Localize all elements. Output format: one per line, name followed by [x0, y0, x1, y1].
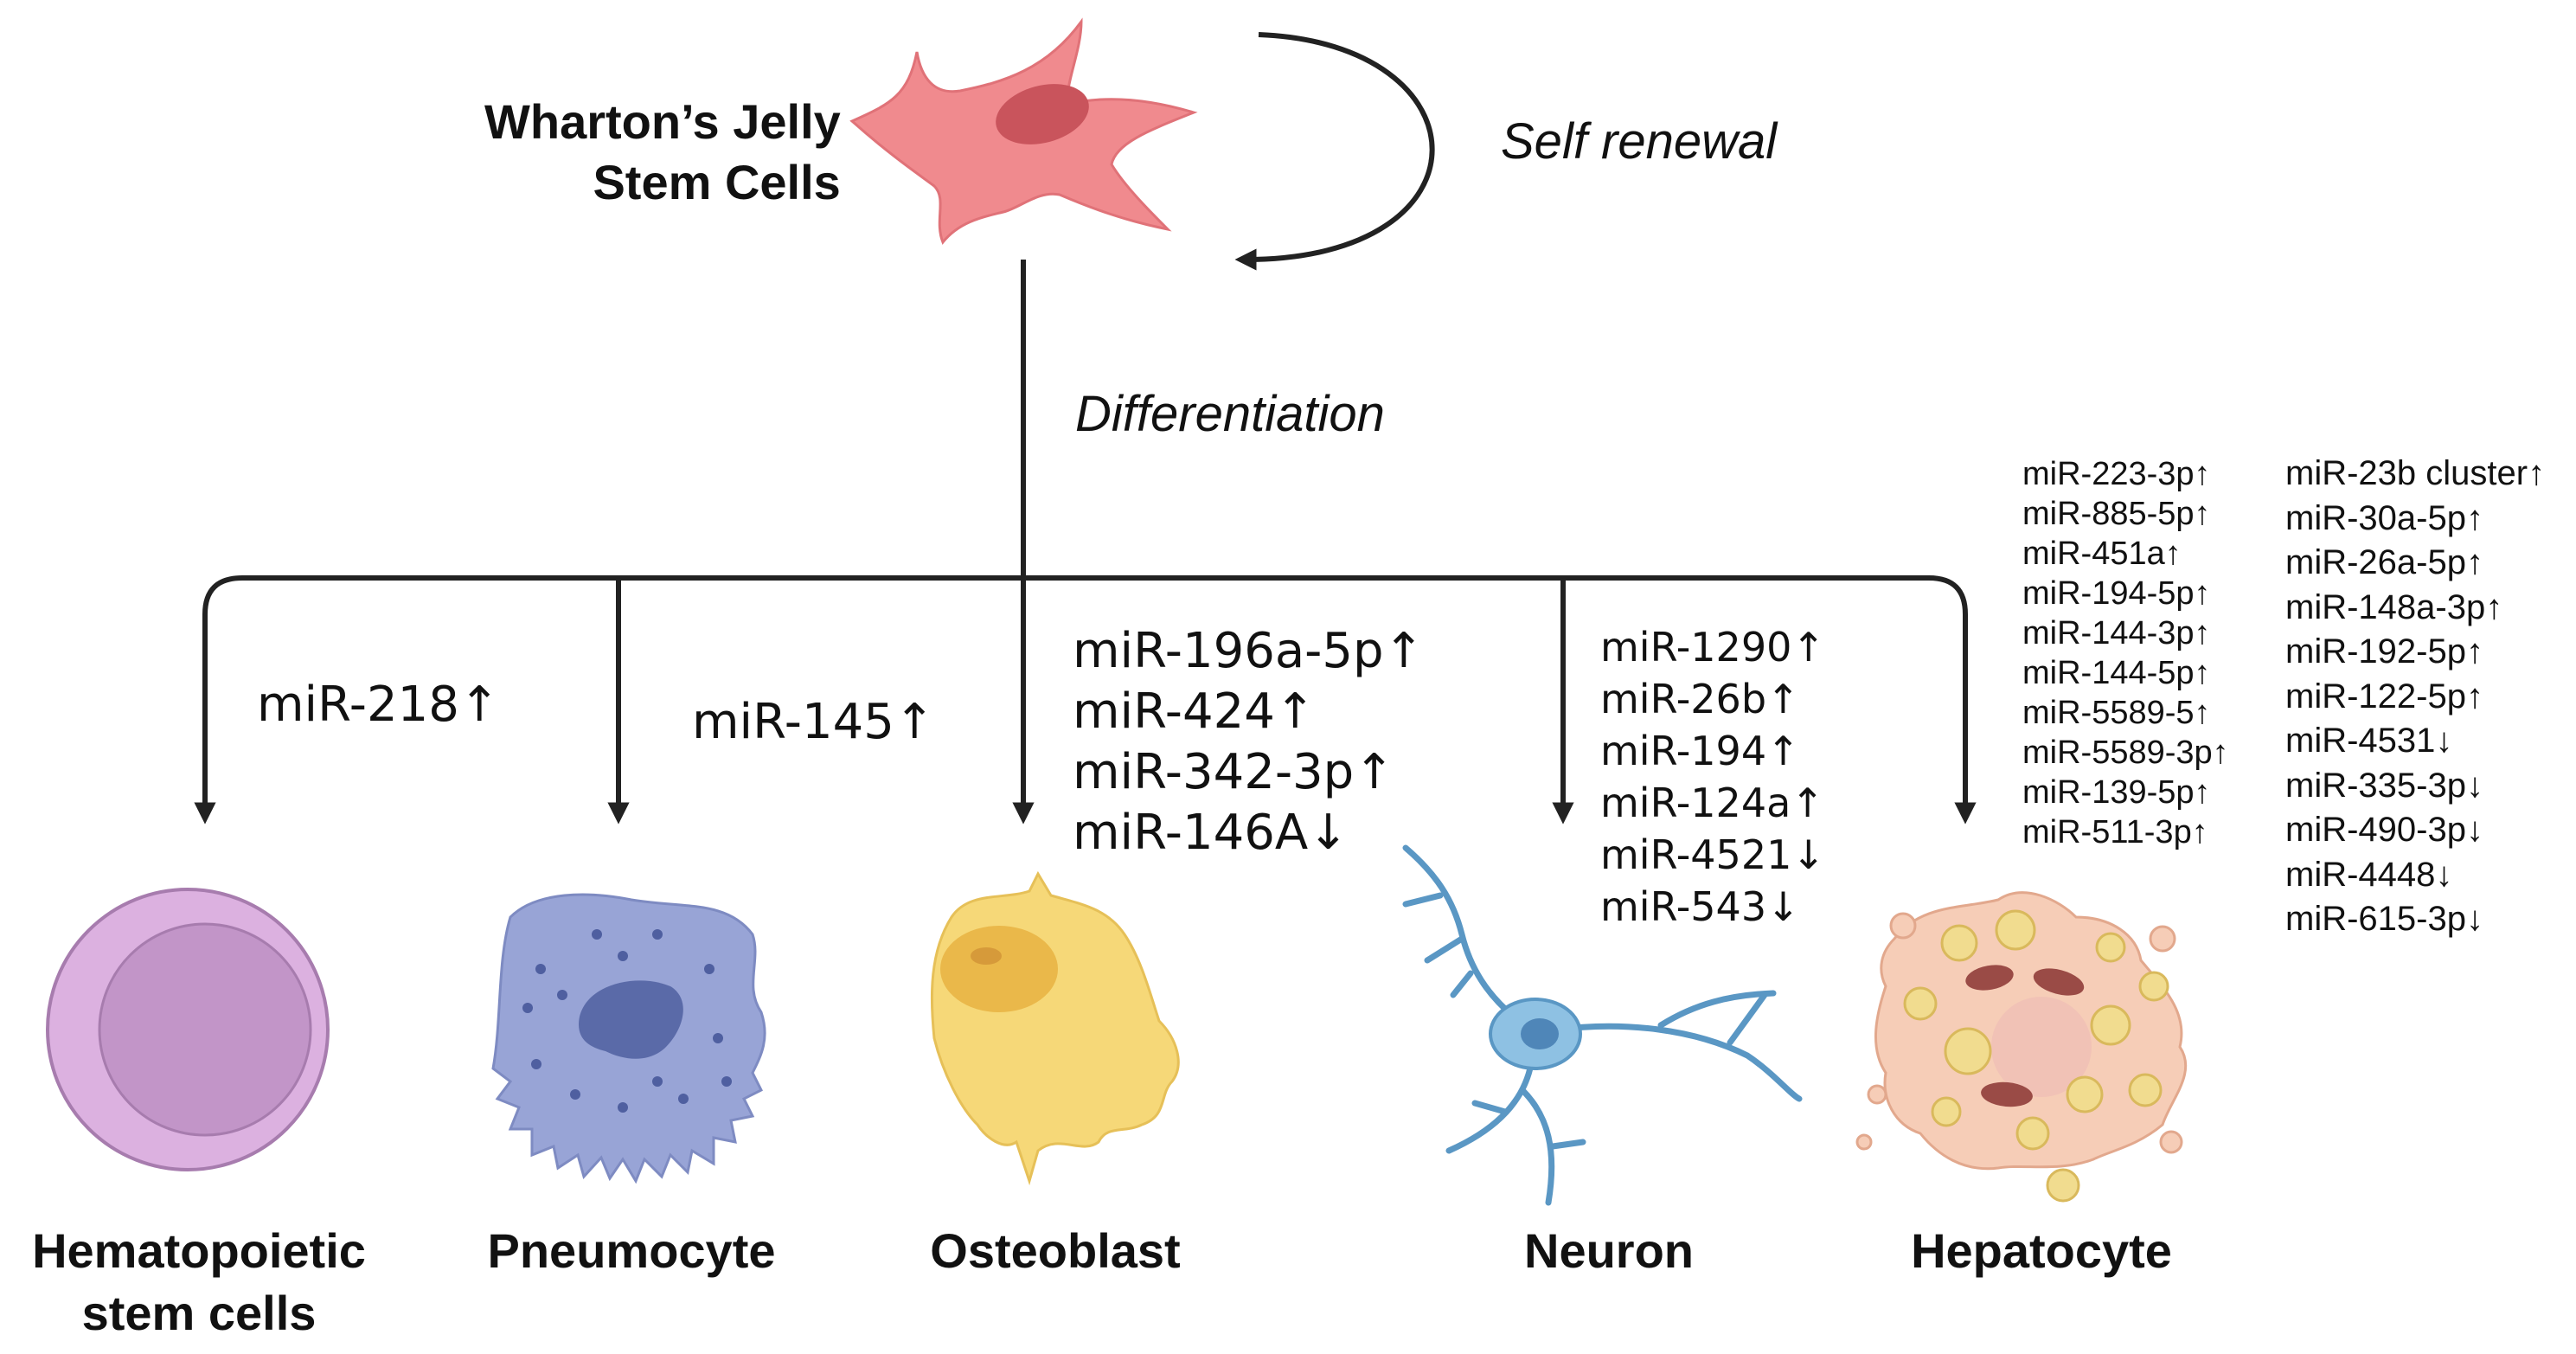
stem-cell-illustration — [849, 17, 1198, 245]
neuron-mirna-4: miR-4521↓ — [1600, 831, 1825, 878]
hepatocyte-mirna-col2-7: miR-335-3p↓ — [2285, 766, 2483, 805]
hepatocyte-mirna-col1-5: miR-144-5p↑ — [2022, 655, 2211, 691]
hematopoietic-name-line2: stem cells — [81, 1286, 317, 1340]
neuron-mirna-1: miR-26b↑ — [1600, 676, 1800, 722]
hepatocyte-mirna-col2-2: miR-26a-5p↑ — [2285, 543, 2483, 581]
source-label: Wharton’s Jelly Stem Cells — [484, 92, 841, 213]
osteoblast-mirna-2: miR-342-3p↑ — [1073, 744, 1395, 800]
hepatocyte-mirna-col2-3: miR-148a-3p↑ — [2285, 587, 2503, 626]
source-label-line1: Wharton’s Jelly — [484, 94, 841, 149]
hepatocyte-mirna-col1-7: miR-5589-3p↑ — [2022, 735, 2229, 771]
osteoblast-mirna-1: miR-424↑ — [1073, 683, 1316, 740]
hepatocyte-mirna-col2-9: miR-4448↓ — [2285, 855, 2453, 894]
neuron-mirna-0: miR-1290↑ — [1600, 624, 1825, 671]
neuron-mirna-3: miR-124a↑ — [1600, 780, 1824, 826]
neuron-mirna-list: miR-1290↑ miR-26b↑ miR-194↑ miR-124a↑ mi… — [1600, 621, 1825, 933]
hepatocyte-mirna-col1-8: miR-139-5p↑ — [2022, 774, 2211, 811]
neuron-illustration — [1402, 844, 1803, 1206]
hematopoietic-name-line1: Hematopoietic — [32, 1223, 366, 1278]
hepatocyte-mirna-col1-2: miR-451a↑ — [2022, 536, 2182, 572]
hepatocyte-name: Hepatocyte — [1911, 1223, 2172, 1278]
neuron-mirna-2: miR-194↑ — [1600, 728, 1800, 774]
self-renewal-arrow — [1234, 32, 1435, 271]
hematopoietic-mirna-0: miR-218↑ — [257, 677, 500, 733]
hematopoietic-name: Hematopoietic stem cells — [9, 1220, 389, 1344]
osteoblast-name: Osteoblast — [930, 1223, 1181, 1278]
hepatocyte-illustration — [1855, 891, 2188, 1203]
hepatocyte-mirna-col1-4: miR-144-3p↑ — [2022, 615, 2211, 651]
differentiation-label: Differentiation — [1075, 386, 1385, 442]
hepatocyte-mirna-col2-0: miR-23b cluster↑ — [2285, 454, 2546, 492]
hepatocyte-mirna-col1-6: miR-5589-5↑ — [2022, 695, 2211, 731]
neuron-soma — [1489, 998, 1582, 1070]
hepatocyte-mirna-col1-9: miR-511-3p↑ — [2022, 814, 2208, 850]
hepatocyte-mirna-col2-4: miR-192-5p↑ — [2285, 632, 2483, 671]
neuron-name: Neuron — [1524, 1223, 1694, 1278]
hepatocyte-mirna-col1-0: miR-223-3p↑ — [2022, 456, 2211, 492]
hepatocyte-mirna-list-col1: miR-223-3p↑ miR-885-5p↑ miR-451a↑ miR-19… — [2022, 454, 2229, 852]
neuron-mirna-5: miR-543↓ — [1600, 883, 1800, 930]
hepatocyte-mirna-col2-8: miR-490-3p↓ — [2285, 811, 2483, 849]
osteoblast-illustration — [930, 870, 1180, 1186]
osteoblast-mirna-list: miR-196a-5p↑ miR-424↑ miR-342-3p↑ miR-14… — [1073, 621, 1424, 863]
hepatocyte-mirna-col1-1: miR-885-5p↑ — [2022, 496, 2211, 532]
hepatocyte-mirna-col2-1: miR-30a-5p↑ — [2285, 498, 2483, 537]
branch-bar — [202, 575, 1977, 825]
source-label-line2: Stem Cells — [593, 155, 841, 209]
pneumocyte-illustration — [491, 893, 766, 1184]
pneumocyte-name: Pneumocyte — [487, 1223, 776, 1278]
hepatocyte-mirna-col2-10: miR-615-3p↓ — [2285, 900, 2483, 938]
pneumocyte-mirna-0: miR-145↑ — [692, 694, 935, 750]
hepatocyte-mirna-col2-5: miR-122-5p↑ — [2285, 677, 2483, 716]
osteoblast-mirna-3: miR-146A↓ — [1073, 805, 1349, 861]
osteoblast-mirna-0: miR-196a-5p↑ — [1073, 623, 1425, 679]
hepatocyte-mirna-col1-3: miR-194-5p↑ — [2022, 575, 2211, 612]
hepatocyte-mirna-col2-6: miR-4531↓ — [2285, 722, 2453, 760]
hematopoietic-cell-illustration — [46, 888, 330, 1171]
hepatocyte-mirna-list-col2: miR-23b cluster↑ miR-30a-5p↑ miR-26a-5p↑… — [2285, 452, 2545, 942]
self-renewal-label: Self renewal — [1501, 113, 1778, 170]
